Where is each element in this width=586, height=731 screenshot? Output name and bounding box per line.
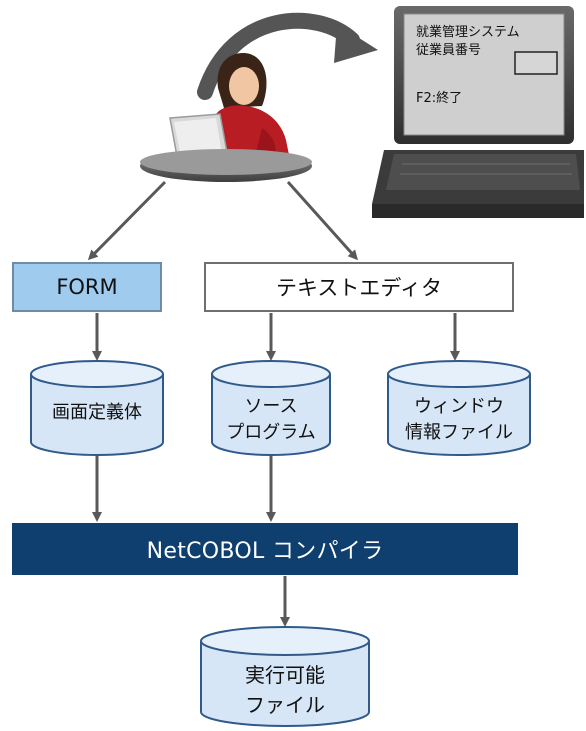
arrow-to-form xyxy=(87,180,167,261)
screen-def-text: 画面定義体 xyxy=(52,402,142,423)
executable-label: 実行可能 ファイル xyxy=(201,660,369,720)
compiler-box: NetCOBOL コンパイラ xyxy=(12,523,518,575)
screen-f2-exit-label: F2:終了 xyxy=(416,91,463,106)
window-line1: ウィンドウ xyxy=(414,396,504,417)
cylinder-source-program xyxy=(211,360,331,456)
exec-line1: 実行可能 xyxy=(245,663,325,687)
person-at-desk-icon xyxy=(140,53,312,182)
screen-title: 就業管理システム xyxy=(416,25,520,40)
cylinder-screen-def xyxy=(30,360,164,456)
window-line2: 情報ファイル xyxy=(405,422,513,443)
laptop-icon xyxy=(372,6,584,218)
source-program-label: ソース プログラム xyxy=(212,394,330,446)
curved-arrow-icon xyxy=(197,12,378,100)
text-editor-box: テキストエディタ xyxy=(204,262,514,312)
source-line2: プログラム xyxy=(226,422,316,443)
screen-employee-number-label: 従業員番号 xyxy=(416,43,482,58)
form-box: FORM xyxy=(12,262,162,312)
screen-def-label: 画面定義体 xyxy=(31,400,163,426)
text-editor-label: テキストエディタ xyxy=(276,276,442,300)
window-info-label: ウィンドウ 情報ファイル xyxy=(388,394,530,446)
cylinder-executable xyxy=(200,626,370,727)
cylinder-window-info xyxy=(387,360,531,456)
compiler-label: NetCOBOL コンパイラ xyxy=(146,539,384,564)
source-line1: ソース xyxy=(244,396,298,417)
arrow-to-editor xyxy=(286,180,359,261)
form-box-label: FORM xyxy=(56,275,118,299)
exec-line2: ファイル xyxy=(245,693,325,717)
